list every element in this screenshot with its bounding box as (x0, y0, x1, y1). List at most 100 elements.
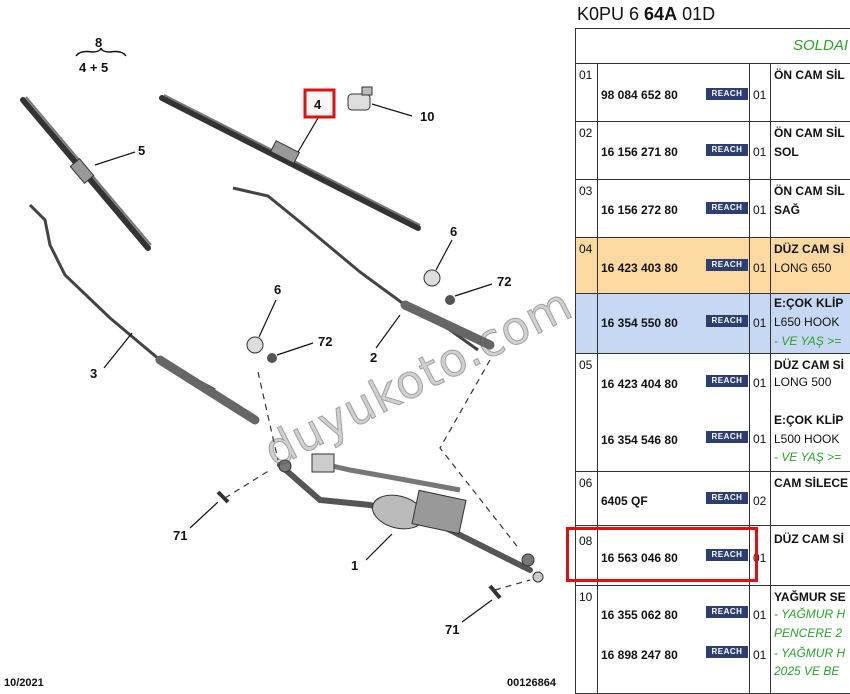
row-ref[interactable]: 16 156 272 80 (601, 203, 678, 217)
row-seq: 03 (579, 184, 593, 198)
callout-72-left: 72 (318, 334, 332, 349)
row-ref[interactable]: 16 354 550 80 (601, 316, 678, 330)
leader-4 (297, 117, 319, 153)
arm-2-base (400, 300, 495, 350)
leader-1 (365, 533, 393, 561)
dash-71b (494, 579, 531, 591)
col-divider (597, 586, 598, 693)
row-ref[interactable]: 16 423 403 80 (601, 261, 678, 275)
parts-diagram: 8 4 + 5 5 4 10 2 3 6 72 6 72 (20, 35, 544, 637)
diagram-date: 10/2021 (4, 677, 44, 689)
callout-1: 1 (351, 558, 358, 573)
blade-5-clip (69, 158, 95, 184)
col-divider (749, 238, 750, 293)
leader-72a (454, 283, 493, 297)
row-note: - VE YAŞ >= (774, 450, 842, 464)
diagram-code: 00126864 (507, 677, 556, 689)
row-qty: 01 (753, 88, 767, 102)
col-divider (597, 122, 598, 179)
callout-5: 5 (138, 143, 145, 158)
row-desc: E:ÇOK KLİP (774, 413, 844, 427)
row-qty: 01 (753, 432, 767, 446)
row-ref[interactable]: 6405 QF (601, 494, 648, 508)
row-desc: DÜZ CAM Sİ (774, 242, 844, 256)
cap-6-right (423, 269, 441, 287)
parts-list-panel: K0PU 6 64A 01D SOLDAI 01 98 084 652 80 R… (575, 0, 850, 694)
leader-10 (371, 103, 413, 117)
callout-72-right: 72 (497, 274, 511, 289)
dash-71a (224, 469, 271, 499)
row-note: - YAĞMUR H (774, 646, 846, 660)
table-row-selected[interactable]: 16 354 550 80 REACH 01 E:ÇOK KLİP L650 H… (575, 294, 850, 354)
table-row[interactable]: 02 16 156 271 80 REACH 01 ÖN CAM SİL SOL (575, 122, 850, 180)
col-divider (770, 354, 771, 471)
table-row-highlighted[interactable]: 04 16 423 403 80 REACH 01 DÜZ CAM Sİ LON… (575, 238, 850, 294)
callout-8: 8 (95, 35, 102, 50)
linkage-bar (314, 459, 461, 493)
row-desc: CAM SİLECE (774, 476, 849, 490)
pivot-right (521, 553, 535, 567)
row-desc-2: LONG 500 (774, 375, 832, 389)
leader-6b (258, 299, 277, 338)
pivot-left (278, 459, 292, 473)
header-bold: 64A (644, 4, 678, 24)
table-row[interactable]: 10 16 355 062 80 REACH 01 YAĞMUR SE - YA… (575, 586, 850, 694)
col-divider (749, 294, 750, 353)
table-row[interactable]: 01 98 084 652 80 REACH 01 ÖN CAM SİL (575, 64, 850, 122)
row-ref[interactable]: 16 898 247 80 (601, 648, 678, 662)
linkage-bracket (311, 453, 335, 473)
header-prefix: K0PU 6 (577, 4, 645, 24)
row-qty: 01 (753, 648, 767, 662)
cap-6-left (246, 336, 264, 354)
col-divider (770, 526, 771, 585)
row-seq: 05 (579, 358, 593, 372)
row-qty: 01 (753, 261, 767, 275)
row-desc-2: LONG 650 (774, 261, 832, 275)
callout-71-left: 71 (173, 528, 187, 543)
col-divider (749, 122, 750, 179)
row-ref[interactable]: 98 084 652 80 (601, 88, 678, 102)
reach-badge: REACH (706, 202, 748, 214)
table-row[interactable]: 05 16 423 404 80 REACH 01 DÜZ CAM Sİ LON… (575, 354, 850, 472)
row-note-2: PENCERE 2 (774, 626, 843, 640)
reach-badge: REACH (706, 549, 748, 561)
callout-6-left: 6 (274, 282, 281, 297)
table-row[interactable]: 06 6405 QF REACH 02 CAM SİLECE (575, 472, 850, 526)
table-row[interactable]: 03 16 156 272 80 REACH 01 ÖN CAM SİL SAĞ (575, 180, 850, 238)
callout-4: 4 (314, 97, 322, 112)
row-seq: 01 (579, 68, 593, 82)
leader-6a (435, 239, 453, 271)
nut-72-right (445, 295, 455, 305)
motor-gearbox (411, 489, 467, 535)
row-seq: 06 (579, 476, 593, 490)
row-note-2: 2025 VE BE (774, 664, 840, 678)
col-divider (597, 180, 598, 237)
callout-2: 2 (370, 350, 377, 365)
row-desc: YAĞMUR SE (774, 590, 846, 604)
reach-badge: REACH (706, 646, 748, 658)
row-ref[interactable]: 16 156 271 80 (601, 145, 678, 159)
highlight-box (566, 527, 758, 582)
row-desc-2: L650 HOOK (774, 315, 840, 329)
screw-71-right (488, 584, 502, 600)
callout-6-right: 6 (450, 224, 457, 239)
callout-4-5: 4 + 5 (79, 60, 108, 75)
row-desc: E:ÇOK KLİP (774, 296, 844, 310)
row-ref[interactable]: 16 423 404 80 (601, 377, 678, 391)
row-ref[interactable]: 16 563 046 80 (601, 551, 678, 565)
reach-badge: REACH (706, 315, 748, 327)
screw-71-left (216, 490, 230, 504)
col-divider (749, 526, 750, 585)
callout-10: 10 (420, 109, 434, 124)
col-divider (597, 294, 598, 353)
arm-3-shape (28, 203, 216, 392)
col-divider (770, 64, 771, 121)
col-divider (597, 526, 598, 585)
leader-71a (189, 501, 219, 529)
col-divider (597, 472, 598, 525)
row-ref[interactable]: 16 354 546 80 (601, 433, 678, 447)
brace-icon (75, 47, 127, 57)
row-ref[interactable]: 16 355 062 80 (601, 608, 678, 622)
row-qty: 01 (753, 608, 767, 622)
reach-badge: REACH (706, 606, 748, 618)
